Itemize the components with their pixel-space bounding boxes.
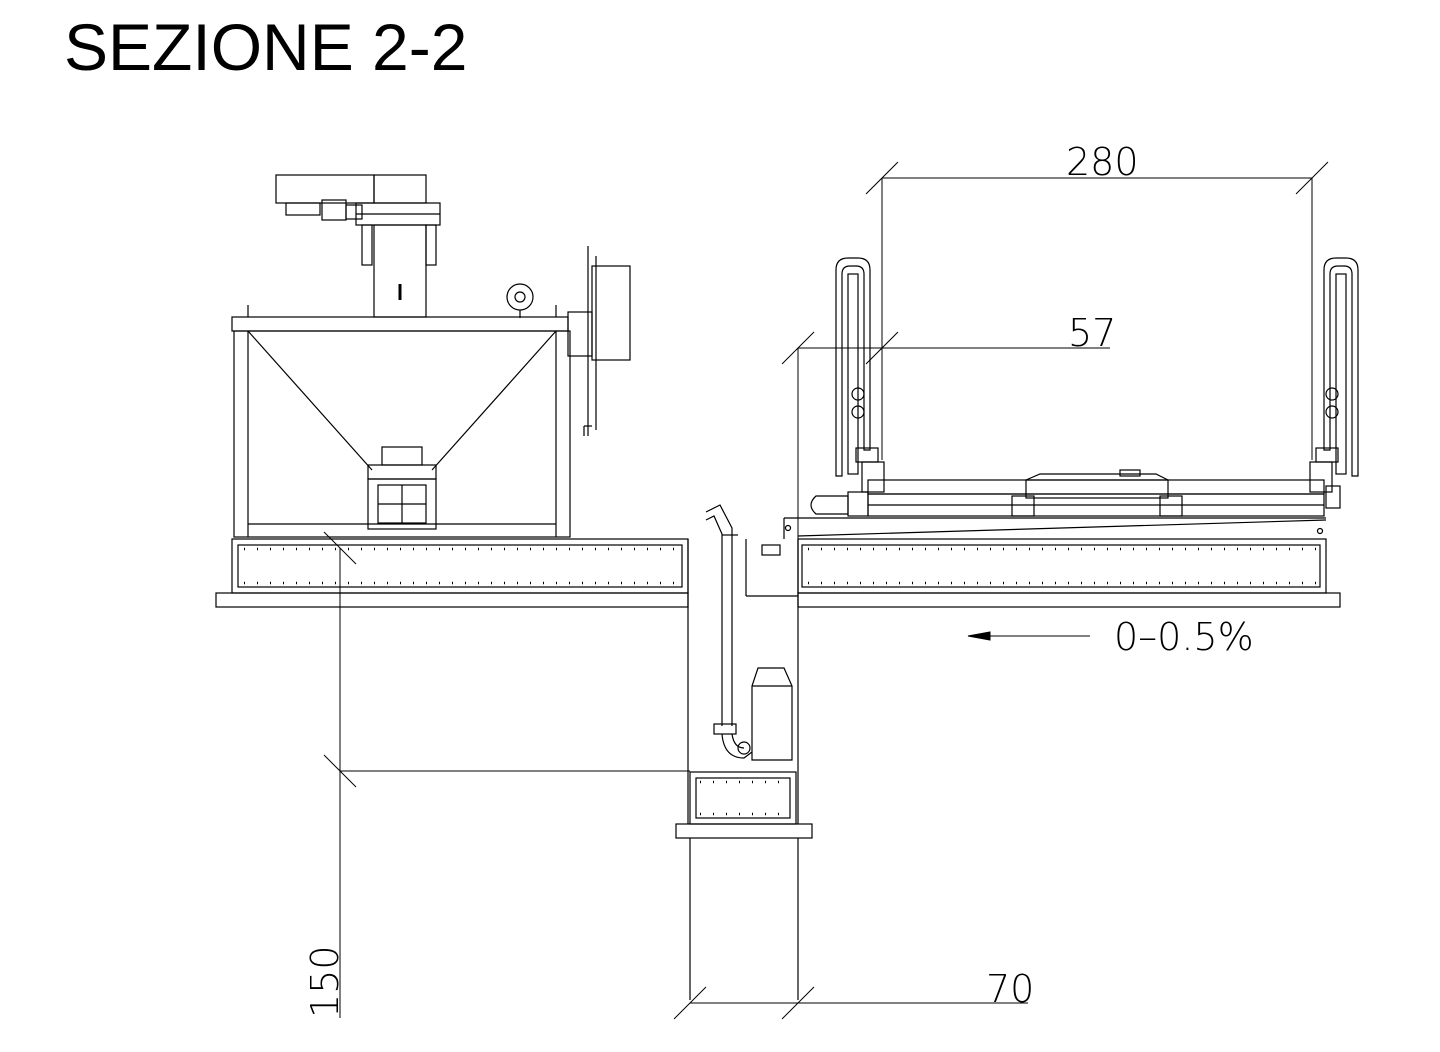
flange-icon <box>506 283 534 311</box>
dimension-lines <box>323 161 1329 1020</box>
left-slab <box>215 538 689 608</box>
section-title: SEZIONE 2-2 <box>64 10 468 84</box>
dim-57: 57 <box>1068 311 1116 355</box>
dim-150: 150 <box>303 945 347 1018</box>
dim-280: 280 <box>1066 140 1139 184</box>
dim-70: 70 <box>986 967 1034 1011</box>
drainage-pit <box>675 504 813 1000</box>
lifting-machine <box>810 257 1359 517</box>
slope-label: 0–0.5% <box>1114 615 1254 659</box>
hopper-unit <box>231 174 631 538</box>
right-slab <box>783 517 1341 608</box>
